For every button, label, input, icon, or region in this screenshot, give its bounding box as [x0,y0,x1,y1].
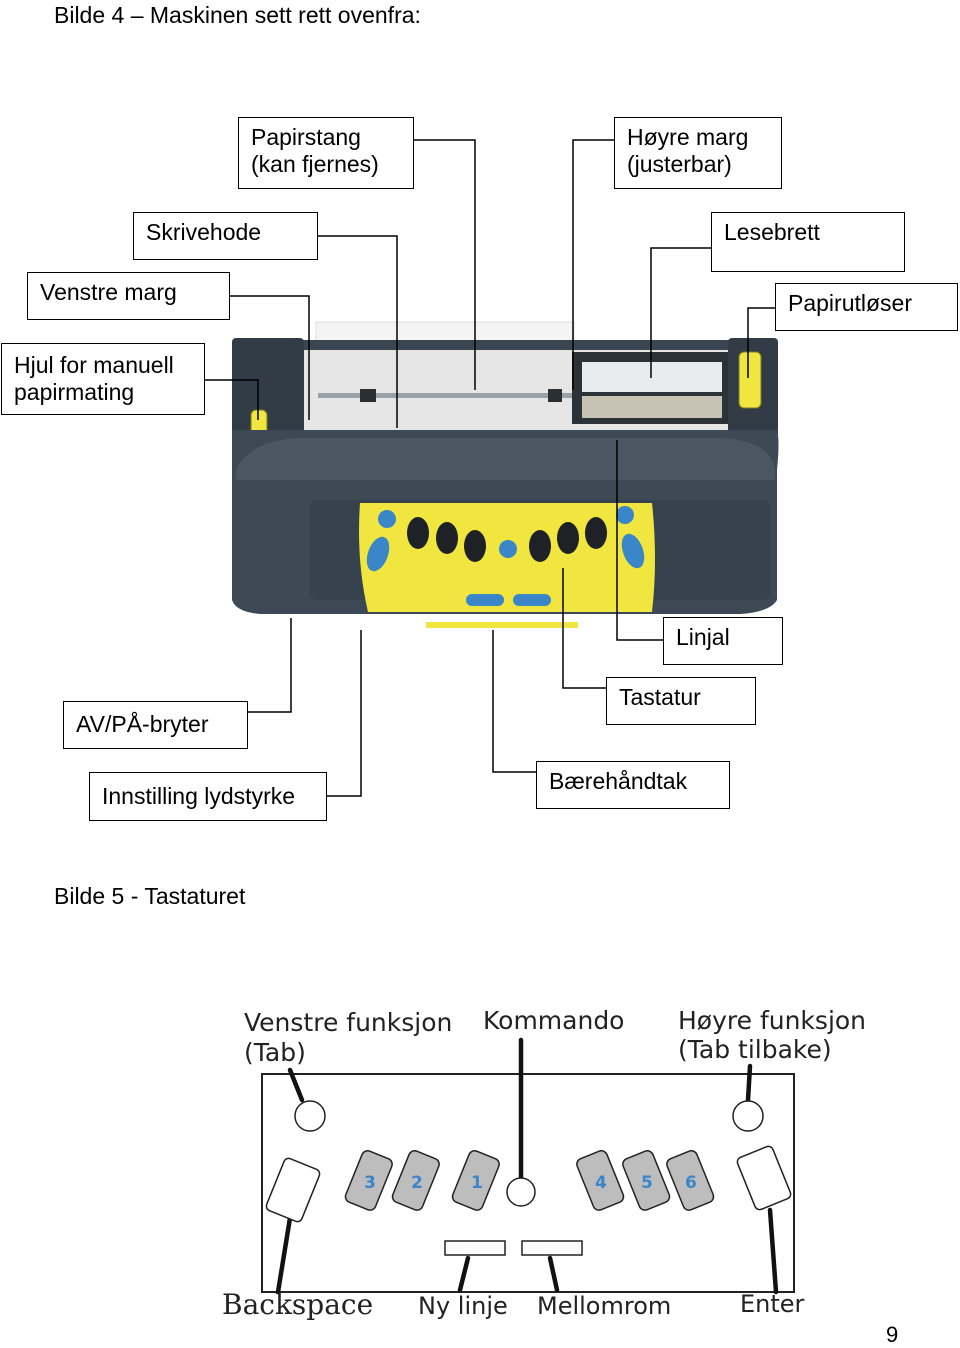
kb-enter-key [736,1145,792,1211]
kb-left-function-key [294,1100,326,1132]
kb-key-1-label: 1 [471,1173,483,1193]
kb-key-5 [622,1150,671,1211]
label-tastatur: Tastatur [606,677,756,725]
label-papirstang-line2: (kan fjernes) [251,151,379,177]
label-hjul: Hjul for manuell papirmating [1,343,205,415]
figure5-caption: Bilde 5 - Tastaturet [54,883,246,909]
kb-key-3-label: 3 [364,1173,376,1193]
kb-command-key [506,1177,536,1207]
kb-backspace-key [265,1157,321,1223]
kb-key-4 [576,1150,625,1211]
kb-label-kommando: Kommando [483,1006,624,1035]
kb-label-venstre-funksjon-1: Venstre funksjon [244,1008,452,1037]
kb-space-key [521,1240,583,1256]
label-hjul-line1: Hjul for manuell [14,352,174,378]
kb-new-line-key [444,1240,506,1256]
label-venstre-marg: Venstre marg [27,272,230,320]
label-av-pa-bryter: AV/PÅ-bryter [63,701,248,749]
figure4-caption: Bilde 4 – Maskinen sett rett ovenfra: [54,2,421,28]
page-number: 9 [886,1322,899,1347]
kb-key-2-label: 2 [411,1173,423,1193]
label-hoyre-marg-line2: (justerbar) [627,151,732,177]
kb-key-6-label: 6 [685,1173,697,1193]
kb-label-hoyre-funksjon-2: (Tab tilbake) [678,1035,832,1064]
kb-label-enter: Enter [740,1290,805,1318]
kb-label-venstre-funksjon-2: (Tab) [244,1038,306,1067]
label-skrivehode: Skrivehode [133,212,318,260]
kb-key-1 [451,1150,500,1211]
kb-label-hoyre-funksjon-1: Høyre funksjon [678,1006,866,1035]
kb-label-mellomrom: Mellomrom [537,1292,671,1320]
label-hoyre-marg: Høyre marg (justerbar) [614,117,782,189]
label-hjul-line2: papirmating [14,379,135,405]
kb-key-2 [391,1150,440,1211]
label-papirstang: Papirstang (kan fjernes) [238,117,414,189]
kb-key-4-label: 4 [595,1173,607,1193]
kb-right-function-key [732,1100,764,1132]
label-papirstang-line1: Papirstang [251,124,361,150]
label-hoyre-marg-line1: Høyre marg [627,124,749,150]
kb-key-5-label: 5 [641,1173,653,1193]
brailler-machine-illustration [204,139,779,797]
kb-label-ny-linje: Ny linje [418,1292,508,1320]
kb-key-3 [344,1150,393,1211]
label-innstilling-lydstyrke: Innstilling lydstyrke [89,772,327,821]
label-papirutloser: Papirutløser [775,283,958,331]
kb-key-6 [666,1150,715,1211]
label-baerehandtak: Bærehåndtak [536,761,730,809]
kb-label-backspace: Backspace [222,1288,373,1321]
label-linjal: Linjal [663,617,783,665]
label-lesebrett: Lesebrett [711,212,905,272]
